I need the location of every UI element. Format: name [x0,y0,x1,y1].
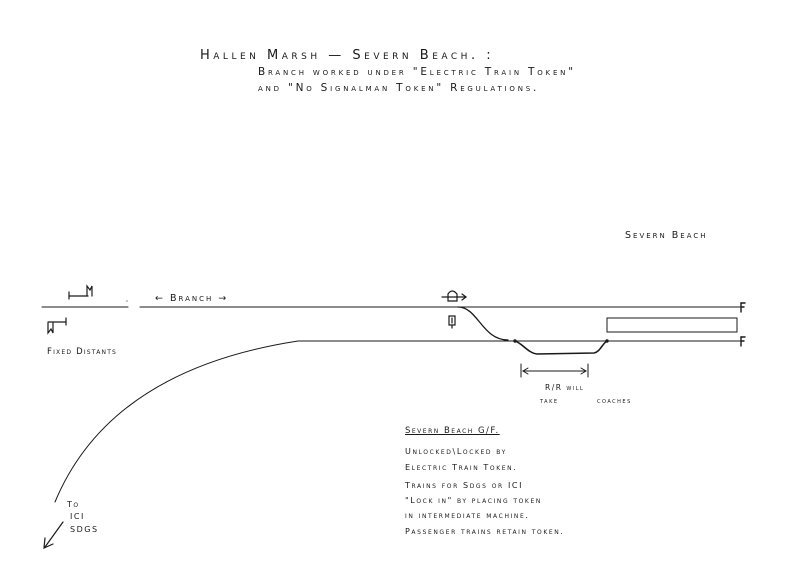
to-ici-label-2: ICI [70,512,85,521]
to-ici-label-3: SDGS [70,525,99,534]
ground-signal-icon [448,315,456,329]
notes-line: Trains for Sdgs or ICI [405,481,524,490]
buffer-stop-icon [740,302,746,313]
ici-sidings-curve [54,340,299,503]
direction-arrow [43,521,64,549]
diagram-title: Hallen Marsh — Severn Beach. : [200,48,495,63]
to-ici-label-1: To [67,500,80,509]
notes-heading: Severn Beach G/F. [405,426,500,436]
diagram-subtitle-2: and "No Signalman Token" Regulations. [258,82,540,94]
buffer-stop-icon [740,336,746,347]
branch-label: ← Branch → [155,293,229,304]
ground-frame-icon [441,290,467,302]
loop-siding [514,340,608,355]
notes-line: Electric Train Token. [405,463,518,472]
platform [606,317,738,333]
distant-signal-icon [68,284,93,300]
notes-line: "Lock in" by placing token [405,496,542,505]
diagram-subtitle-1: Branch worked under "Electric Train Toke… [258,66,576,78]
rr-label-line1: R/R will [545,383,585,392]
crossover [457,306,509,341]
notes-line: Unlocked\Locked by [405,447,507,456]
station-label: Severn Beach [625,230,708,241]
rr-label-line2: take [540,396,559,405]
notes-line: Passenger trains retain token. [405,527,565,536]
dimension-arrow [520,363,589,378]
rr-label-line3: coaches [597,396,632,405]
notes-line: in intermediate machine. [405,511,530,520]
distant-signal-icon [47,317,67,335]
fixed-distants-label: Fixed Distants [47,347,118,357]
